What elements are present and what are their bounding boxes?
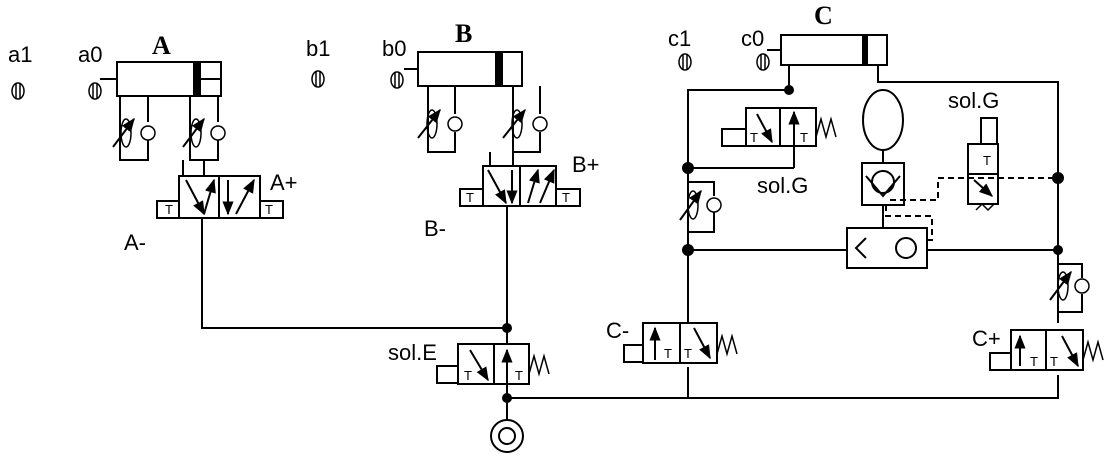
- accumulator: [862, 89, 904, 163]
- sensor-c1-label: c1: [668, 26, 691, 51]
- svg-text:T: T: [750, 130, 758, 145]
- svg-text:T: T: [265, 202, 273, 217]
- flow-control-a-left: [112, 95, 156, 161]
- cylinder-c: C: [767, 1, 888, 66]
- sensor-a0-label: a0: [78, 42, 102, 67]
- sensor-c0-label: c0: [741, 26, 764, 51]
- svg-text:T: T: [464, 368, 472, 383]
- shuttle-valve: [846, 227, 928, 269]
- valve-c-plus-label: C+: [972, 326, 1001, 351]
- cylinder-a: A: [100, 31, 222, 97]
- svg-text:T: T: [165, 202, 173, 217]
- svg-text:T: T: [466, 190, 474, 205]
- svg-text:T: T: [1050, 354, 1058, 369]
- cylinder-b: B: [404, 19, 523, 87]
- sensor-a0: a0: [78, 42, 102, 100]
- line-a-to-sol-e: [201, 218, 507, 329]
- svg-text:T: T: [1030, 354, 1038, 369]
- sensor-a1: a1: [8, 42, 32, 100]
- flow-control-b-left: [417, 86, 463, 153]
- flow-control-a-right: [182, 96, 226, 161]
- sol-e-label: sol.E: [388, 340, 437, 365]
- flow-control-b-right: [502, 86, 548, 153]
- valve-b-plus-label: B+: [572, 152, 600, 177]
- svg-text:T: T: [684, 346, 692, 361]
- valve-b: T T B+ B-: [424, 152, 600, 241]
- cylinder-a-label: A: [152, 31, 171, 60]
- svg-text:T: T: [983, 153, 991, 168]
- sensor-c1: c1: [668, 26, 692, 71]
- sensor-c0: c0: [741, 26, 770, 71]
- valve-a-plus-label: A+: [270, 170, 298, 195]
- sol-g-main-label: sol.G: [757, 173, 808, 198]
- sensor-a1-label: a1: [8, 42, 32, 67]
- flow-control-c-minus: [679, 181, 722, 233]
- pressure-source: [490, 419, 524, 453]
- valve-a-minus-label: A-: [124, 230, 146, 255]
- valve-c-minus: T T C-: [606, 318, 738, 364]
- svg-text:T: T: [562, 190, 570, 205]
- sensor-b0-label: b0: [382, 36, 406, 61]
- sol-g-aux-label: sol.G: [948, 88, 999, 113]
- svg-text:T: T: [515, 368, 523, 383]
- junction-ab: [502, 323, 512, 333]
- svg-text:T: T: [800, 130, 808, 145]
- pilot-check-valve: [861, 162, 905, 228]
- valve-sol-e: T T sol.E: [388, 340, 550, 385]
- valve-b-minus-label: B-: [424, 216, 446, 241]
- flow-control-c-plus: [1049, 263, 1090, 313]
- supply-main-line: [507, 375, 1059, 399]
- cylinder-b-label: B: [455, 19, 472, 48]
- sensor-b1: b1: [306, 36, 330, 88]
- valve-sol-g-main: T T sol.G: [721, 107, 837, 198]
- sensor-b0: b0: [382, 36, 406, 89]
- sensor-b1-label: b1: [306, 36, 330, 61]
- valve-c-minus-label: C-: [606, 318, 629, 343]
- valve-a: T T A+ A-: [124, 170, 298, 255]
- line-c-rod: [877, 65, 1059, 323]
- cylinder-c-label: C: [814, 1, 833, 30]
- valve-c-plus: T T C+: [972, 326, 1104, 371]
- valve-sol-g-aux: T sol.G: [948, 88, 999, 212]
- svg-text:T: T: [664, 346, 672, 361]
